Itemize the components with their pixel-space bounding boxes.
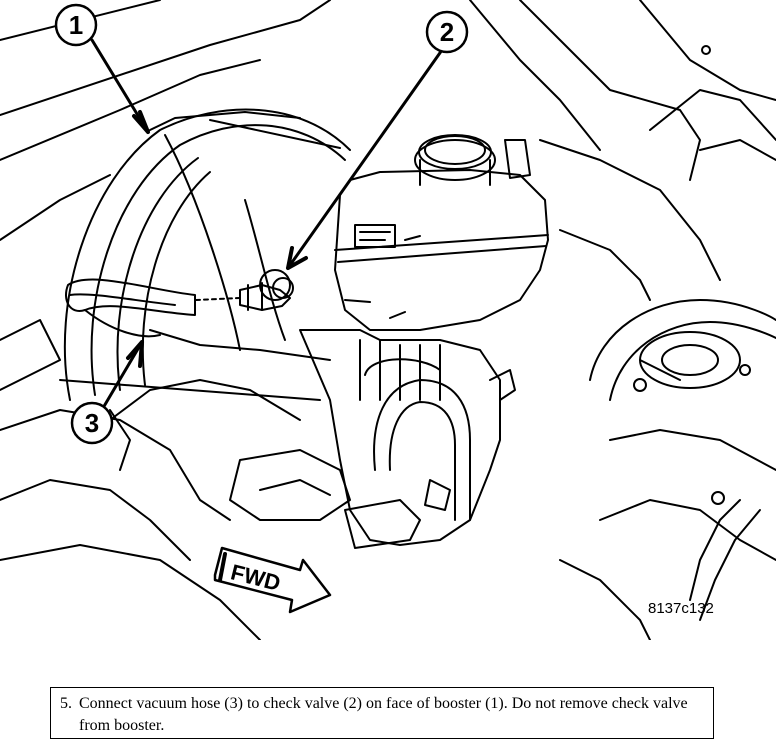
callout-1: 1 [54, 3, 98, 47]
figure-id: 8137c132 [648, 600, 714, 617]
callout-3-number: 3 [85, 408, 99, 438]
vacuum-hose [65, 278, 196, 338]
callout-leaders [90, 38, 444, 410]
master-cylinder-reservoir [334, 134, 549, 331]
brake-booster [59, 108, 351, 401]
strut-tower [589, 299, 776, 401]
instruction-text: Connect vacuum hose (3) to check valve (… [79, 695, 688, 734]
callout-3: 3 [70, 401, 114, 445]
engine-bay-background [0, 0, 776, 640]
instruction-box: 5. Connect vacuum hose (3) to check valv… [50, 687, 714, 739]
step-number: 5. [60, 695, 72, 712]
callout-2: 2 [425, 10, 469, 54]
callout-2-number: 2 [440, 17, 454, 47]
callout-1-number: 1 [69, 10, 83, 40]
brake-booster-diagram: FWD 1 2 3 [0, 0, 776, 640]
check-valve [195, 269, 294, 311]
master-cylinder-body [299, 329, 516, 549]
fwd-direction-arrow: FWD [213, 546, 332, 614]
